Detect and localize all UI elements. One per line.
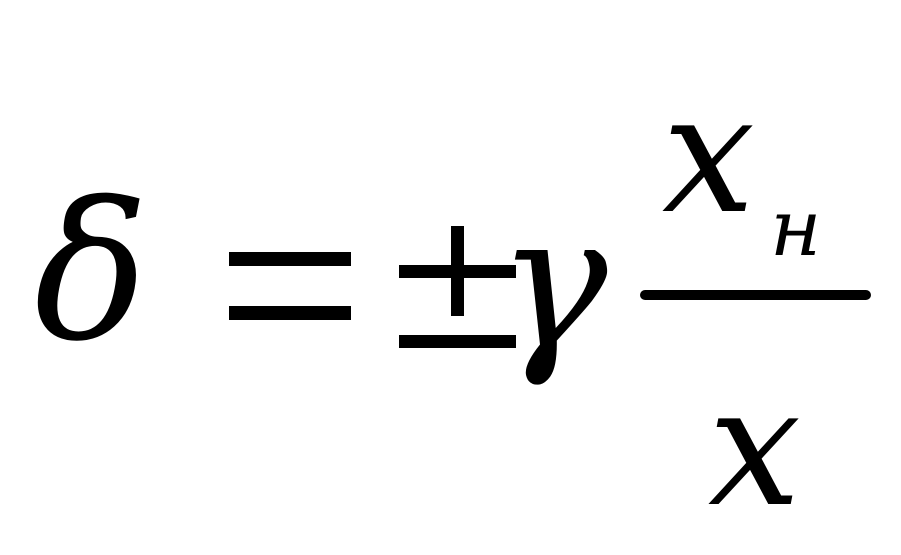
formula-fraction-bar [640, 290, 871, 300]
plus-minus-top-stroke [399, 265, 516, 278]
formula-delta-symbol: δ [34, 162, 149, 383]
formula-numerator-x: x [662, 58, 756, 250]
plus-minus-bottom-stroke [399, 335, 516, 348]
equals-bottom-bar [229, 306, 351, 320]
formula-numerator-subscript: н [770, 184, 822, 274]
formula-denominator-x: x [708, 351, 802, 543]
equals-top-bar [229, 252, 351, 266]
formula-gamma-symbol: γ [497, 174, 608, 390]
